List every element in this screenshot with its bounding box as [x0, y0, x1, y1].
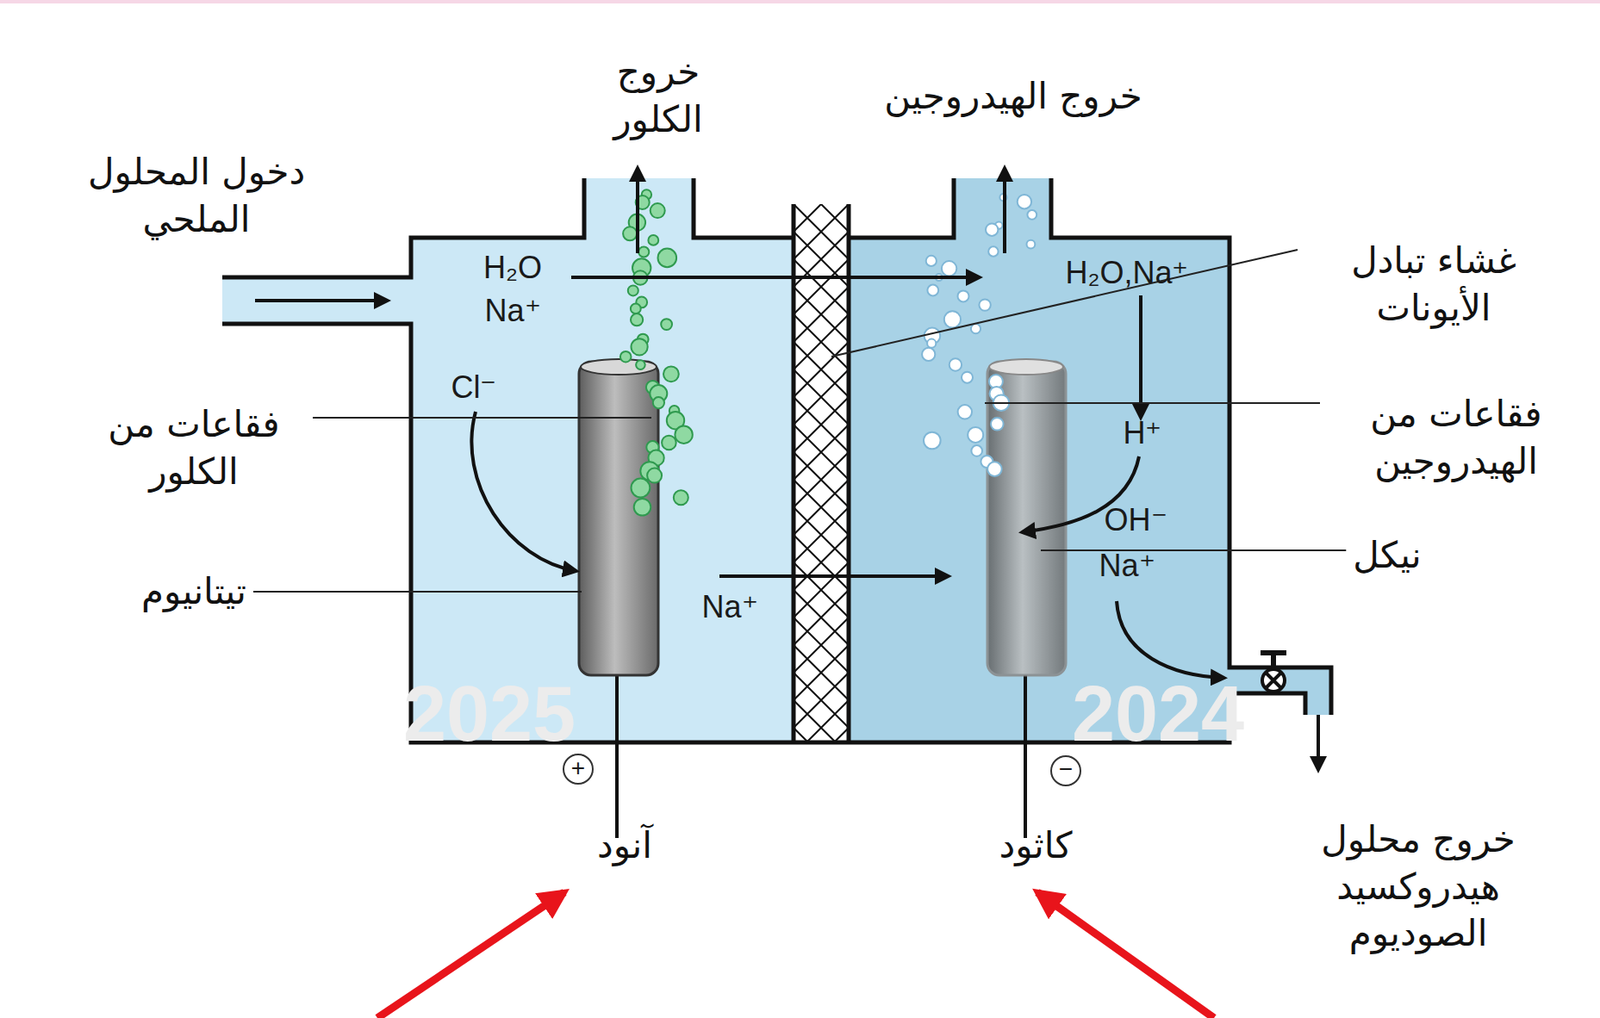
watermark: 2025	[403, 664, 576, 766]
bubble	[990, 417, 1004, 431]
bubble	[927, 285, 939, 297]
part-label: غشاء تبادل الأيونات	[1304, 237, 1563, 332]
part-label: تيتانيوم	[141, 568, 247, 617]
leader-line	[984, 402, 1320, 405]
anode-rod	[578, 361, 659, 676]
bubble	[971, 323, 981, 334]
bubble	[638, 246, 649, 257]
bubble	[631, 338, 648, 355]
bubble	[944, 311, 961, 328]
bubble	[660, 318, 673, 330]
watermark: 2024	[1071, 664, 1245, 766]
bubble	[674, 426, 692, 444]
bubble	[628, 285, 639, 296]
cell-walls	[222, 178, 1332, 743]
electrodes	[563, 359, 1081, 839]
electrode-label: آنود	[597, 822, 653, 871]
electrode-label: كاثود	[999, 822, 1073, 871]
part-label: فقاعات من الهيدروجين	[1326, 391, 1586, 486]
terminal-sign: −	[1058, 753, 1073, 785]
cathode-compartment	[848, 178, 1332, 743]
leader-line	[1040, 549, 1346, 552]
leader-line	[253, 591, 582, 593]
part-label: نيكل	[1352, 532, 1421, 580]
bubble	[941, 261, 957, 276]
bubble	[1027, 240, 1036, 250]
bubble	[661, 435, 677, 451]
bubble	[985, 224, 998, 237]
bubble	[987, 461, 1003, 477]
bubble	[971, 445, 983, 457]
membrane	[793, 204, 849, 743]
leader-line	[831, 249, 1298, 357]
bubble	[988, 246, 998, 256]
bubble	[622, 226, 637, 241]
bubble	[1027, 210, 1037, 220]
formula: OH⁻	[1104, 500, 1168, 542]
formula: Na⁺	[484, 291, 541, 332]
top-strip	[0, 0, 1600, 4]
bubble	[1017, 194, 1032, 209]
bubble	[673, 490, 689, 505]
bubble	[958, 404, 972, 419]
bubble	[630, 313, 643, 326]
flow-arrows	[255, 168, 1319, 771]
outlet-label: خروج الهيدروجين	[879, 73, 1147, 121]
formula: Na⁺	[1098, 546, 1155, 587]
bubble	[921, 348, 935, 362]
bubble	[658, 249, 678, 268]
anode-compartment	[222, 178, 794, 743]
bubble	[958, 290, 970, 302]
bubble	[650, 203, 666, 218]
bubble	[927, 339, 936, 349]
bubble	[923, 432, 941, 450]
bubble	[926, 255, 937, 267]
pointer-arrows	[377, 892, 1215, 1018]
bubble	[663, 366, 679, 382]
part-label: فقاعات من الكلور	[81, 401, 306, 496]
outlet-label: خروج الكلور	[576, 49, 741, 144]
bubbles	[620, 189, 1037, 516]
bubble	[967, 427, 984, 443]
formula: H⁺	[1123, 413, 1163, 455]
bubble	[631, 479, 651, 499]
bubble	[620, 351, 632, 363]
leader-lines	[253, 249, 1346, 592]
formula: Cl⁻	[451, 367, 498, 409]
valve	[1260, 653, 1287, 692]
bubble	[630, 304, 642, 315]
bubble	[653, 397, 665, 409]
bubble	[949, 358, 962, 371]
bubble	[647, 468, 662, 484]
formula: H₂O	[483, 248, 542, 289]
formula: Na⁺	[701, 587, 758, 629]
bubble	[961, 372, 973, 384]
cathode-rod	[987, 361, 1066, 676]
outlet-label: خروج محلول هيدروكسيد الصوديوم	[1288, 816, 1548, 959]
bubble	[634, 498, 652, 517]
inlet-label: دخول المحلول الملحي	[49, 149, 343, 243]
bubble	[978, 298, 990, 311]
bubble	[635, 360, 646, 370]
bubble	[647, 235, 659, 246]
terminal-sign: +	[571, 753, 586, 785]
leader-line	[312, 417, 652, 419]
formula: H₂O,Na⁺	[1065, 253, 1190, 294]
